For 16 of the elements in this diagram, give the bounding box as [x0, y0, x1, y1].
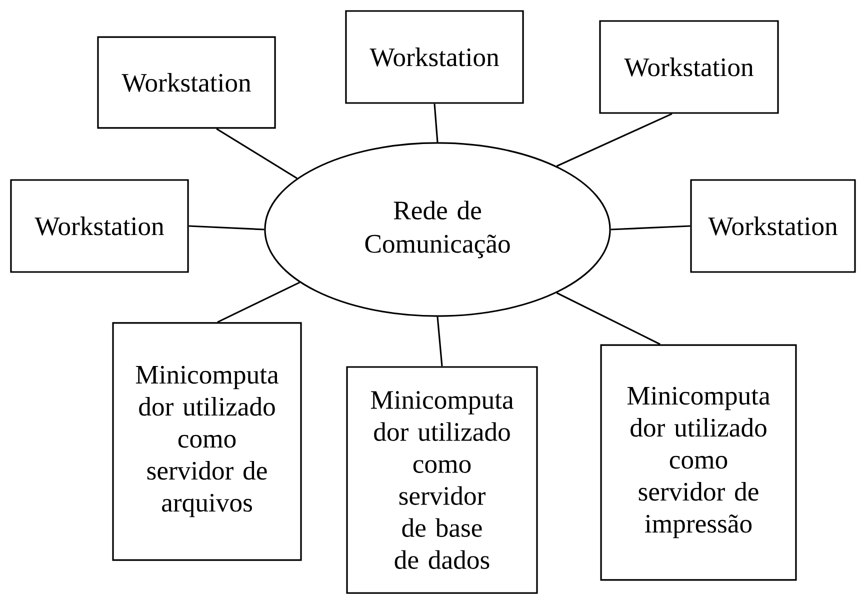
workstation-box: Workstation — [345, 10, 524, 104]
connector-line — [188, 225, 264, 230]
connector-line — [434, 104, 438, 142]
connector-line — [556, 292, 660, 345]
server-box: Minicomputa dor utilizado como servidor de base de dados — [346, 366, 538, 594]
workstation-box: Workstation — [97, 36, 276, 129]
connector-line — [556, 113, 672, 167]
workstation-box: Workstation — [599, 20, 779, 114]
workstation-box: Workstation — [10, 179, 189, 273]
server-box: Minicomputa dor utilizado como servidor de impressão — [600, 344, 797, 581]
workstation-box: Workstation — [690, 179, 856, 273]
connector-line — [217, 282, 300, 323]
connector-line — [216, 128, 298, 180]
server-box: Minicomputa dor utilizado como servidor de arquivos — [112, 322, 302, 561]
connector-line — [610, 225, 690, 230]
connector-line — [436, 316, 443, 366]
